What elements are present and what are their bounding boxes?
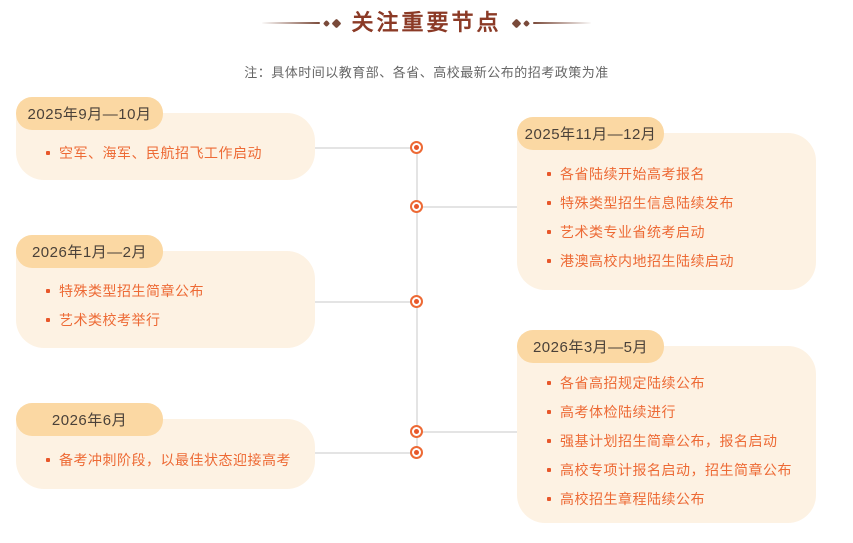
title-decoration-right-icon [511, 18, 591, 28]
bullet-icon [547, 409, 551, 414]
bullet-icon [547, 201, 551, 205]
card-body: 各省陆续开始高考报名 特殊类型招生信息陆续发布 艺术类专业省统考启动 港澳高校内… [517, 133, 816, 290]
timeline-item: 特殊类型招生信息陆续发布 [547, 195, 800, 211]
timeline-item: 空军、海军、民航招飞工作启动 [46, 145, 299, 161]
diamond-icon [332, 18, 342, 28]
timeline-item: 艺术类专业省统考启动 [547, 224, 800, 240]
item-text: 高考体检陆续进行 [560, 403, 676, 420]
card-body: 各省高招规定陆续公布 高考体检陆续进行 强基计划招生简章公布，报名启动 高校专项… [517, 346, 816, 523]
timeline-node-icon [410, 425, 423, 438]
item-text: 特殊类型招生信息陆续发布 [560, 195, 734, 211]
decoration-line [532, 22, 591, 24]
connector-line-right-1 [417, 206, 517, 208]
timeline-item: 高校招生章程陆续公布 [547, 491, 800, 507]
diamond-icon [323, 19, 331, 27]
timeline-item: 港澳高校内地招生陆续启动 [547, 253, 800, 269]
item-text: 港澳高校内地招生陆续启动 [560, 253, 734, 269]
bullet-icon [46, 289, 50, 293]
connector-line-left-3 [315, 452, 417, 454]
connector-line-right-2 [417, 431, 517, 433]
bullet-icon [547, 438, 551, 443]
timeline-item: 各省高招规定陆续公布 [547, 375, 800, 391]
bullet-icon [547, 496, 551, 501]
diamond-icon [522, 19, 530, 27]
bullet-icon [46, 318, 50, 322]
item-text: 备考冲刺阶段，以最佳状态迎接高考 [59, 452, 291, 468]
connector-line-left-2 [315, 301, 417, 303]
period-tab: 2026年6月 [16, 403, 163, 436]
connector-line-left-1 [315, 147, 417, 149]
bullet-icon [547, 380, 551, 385]
item-text: 高校招生章程陆续公布 [560, 490, 705, 507]
period-tab: 2026年3月—5月 [517, 330, 664, 363]
period-tab: 2025年9月—10月 [16, 97, 163, 130]
timeline-node-icon [410, 295, 423, 308]
timeline-item: 备考冲刺阶段，以最佳状态迎接高考 [46, 452, 299, 468]
item-text: 空军、海军、民航招飞工作启动 [59, 144, 262, 161]
disclaimer-note: 注：具体时间以教育部、各省、高校最新公布的招考政策为准 [244, 65, 609, 80]
item-text: 艺术类专业省统考启动 [560, 224, 705, 240]
timeline-item: 高校专项计报名启动，招生简章公布 [547, 462, 800, 478]
bullet-icon [547, 259, 551, 263]
timeline-item: 艺术类校考举行 [46, 312, 299, 328]
timeline-node-icon [410, 200, 423, 213]
period-tab: 2026年1月—2月 [16, 235, 163, 268]
period-tab: 2025年11月—12月 [517, 117, 664, 150]
title-decoration-left-icon [262, 18, 342, 28]
timeline-item: 强基计划招生简章公布，报名启动 [547, 433, 800, 449]
bullet-icon [547, 230, 551, 234]
item-text: 各省高招规定陆续公布 [560, 374, 705, 391]
timeline-node-icon [410, 141, 423, 154]
page-title: 关注重要节点 [351, 10, 502, 35]
decoration-line [262, 22, 321, 24]
timeline-item: 特殊类型招生简章公布 [46, 283, 299, 299]
item-text: 艺术类校考举行 [59, 312, 161, 328]
timeline-node-icon [410, 446, 423, 459]
page-header: 关注重要节点 [0, 10, 853, 36]
bullet-icon [547, 172, 551, 176]
bullet-icon [46, 150, 50, 155]
item-text: 各省陆续开始高考报名 [560, 166, 705, 182]
bullet-icon [46, 458, 50, 462]
item-text: 特殊类型招生简章公布 [59, 283, 204, 299]
item-text: 高校专项计报名启动，招生简章公布 [560, 461, 792, 478]
timeline-item: 高考体检陆续进行 [547, 404, 800, 420]
timeline-item: 各省陆续开始高考报名 [547, 166, 800, 182]
item-text: 强基计划招生简章公布，报名启动 [560, 432, 778, 449]
bullet-icon [547, 467, 551, 472]
diamond-icon [511, 18, 521, 28]
